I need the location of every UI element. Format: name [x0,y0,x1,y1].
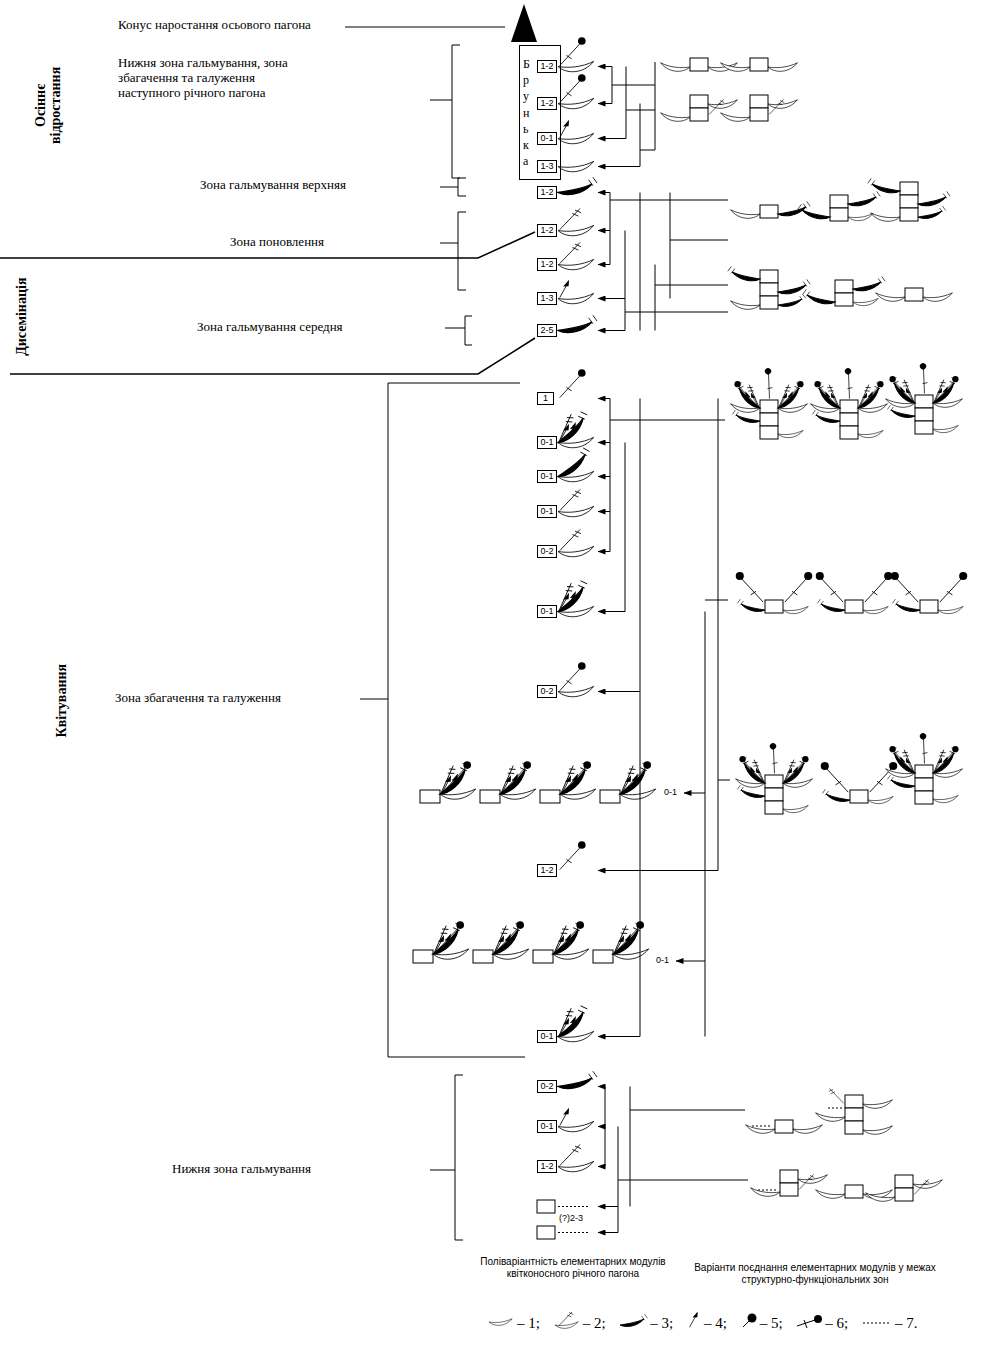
module-count: 0-1 [540,606,553,616]
bud-arrow-symbol [686,1312,702,1330]
zone-label: Зона гальмування середня [197,320,343,335]
column-caption: Поліваріантність елементарних модулів кв… [478,1256,668,1280]
module-count-box: 0-1 [537,605,557,618]
bud-label: Брунька [523,56,532,169]
module-count: 1-3 [540,161,553,171]
legend-item: – 2; [553,1312,606,1333]
module-count: 0-1 [540,437,553,447]
module-count-box: 1-3 [537,292,557,305]
module-count: 0-1 [540,133,553,143]
flowering-shoot-symbol [795,1312,823,1330]
legend-text: – 7. [895,1315,918,1331]
module-count: 1-2 [540,61,553,71]
module-count: 0-2 [540,546,553,556]
module-connectors [598,62,748,1233]
legend-text: – 5; [760,1315,783,1331]
bud-band: Брунька 1-2 1-2 0-1 1-3 [519,45,561,180]
black-leaf-symbol [618,1312,648,1330]
module-count-box: 0-2 [537,685,557,698]
pointer-label: Конус наростання осьового пагона [118,18,311,33]
module-count: 0-1 [540,1031,553,1041]
phase-label: Осіннє відростання [33,55,64,155]
module-count-box: 1-2 [537,97,557,110]
module-count-box: 1-2 [537,186,557,199]
module-count: 1-2 [540,225,553,235]
legend-text: – 1; [517,1315,540,1331]
module-count-box: 0-2 [537,1080,557,1093]
module-count: 1-2 [540,98,553,108]
module-count: 1-2 [540,259,553,269]
column-caption: Варіанти поєднання елементарних модулів … [690,1262,940,1286]
growth-cone [345,4,537,42]
module-count: 0-1 [540,471,553,481]
module-count-box: 0-2 [537,545,557,558]
count-label: 0-1 [656,955,669,966]
zone-label: Зона збагачення та галуження [115,691,281,706]
module-count-box: 0-1 [537,436,557,449]
zone-label: Нижня зона гальмування [172,1162,311,1177]
zone-label: Зона гальмування верхняя [200,178,346,193]
legend-item: – 7. [861,1312,918,1333]
module-count-box: 1-2 [537,258,557,271]
legend-item: – 1; [487,1313,540,1333]
legend-item: – 5; [740,1312,783,1333]
module-count: 2-5 [540,325,553,335]
legend-text: – 6; [825,1315,848,1331]
count-label: (?)2-3 [559,1213,583,1224]
legend-text: – 4; [704,1315,727,1331]
phase-label: Дисемінація [14,278,29,356]
module-count: 1-2 [540,187,553,197]
module-count: 1-2 [540,1161,553,1171]
module-glyphs [537,37,597,1239]
legend-text: – 3; [650,1315,673,1331]
module-count-box: 1-3 [537,160,557,173]
module-count: 0-2 [540,1081,553,1091]
zone-label: Зона поновлення [230,235,324,250]
zone-label: Нижня зона гальмування, зона збагачення … [118,56,298,101]
legend-item: – 6; [795,1312,848,1333]
module-count-box: 0-1 [537,132,557,145]
legend-item: – 3; [618,1312,673,1333]
legend: – 1; – 2; – 3; – 4; – 5; – 6; – 7. [487,1312,927,1333]
module-count-box: 0-1 [537,505,557,518]
module-rows [413,761,656,963]
legend-text: – 2; [583,1315,606,1331]
module-combinations [661,58,968,1201]
legend-item: – 4; [686,1312,727,1333]
module-count: 0-2 [540,686,553,696]
module-count-box: 0-1 [537,1030,557,1043]
module-count: 1 [543,393,548,403]
module-count-box: 0-1 [537,470,557,483]
module-count-box: 0-1 [537,1120,557,1133]
inflorescence-symbol [740,1312,758,1330]
module-count-box: 1 [537,392,554,405]
module-count-box: 1-2 [537,1160,557,1173]
module-count-box: 1-2 [537,224,557,237]
module-count: 1-2 [540,865,553,875]
module-count-box: 1-2 [537,864,557,877]
module-count: 0-1 [540,506,553,516]
module-count: 0-1 [540,1121,553,1131]
module-count-box: 1-2 [537,60,557,73]
module-count: 1-3 [540,293,553,303]
count-label: 0-1 [664,787,677,798]
dotted-line-symbol [861,1312,893,1330]
leaf-symbol [487,1314,515,1330]
phase-label: Квітування [54,664,69,738]
module-count-box: 2-5 [537,324,557,337]
zone-brackets [0,45,535,1240]
leaf-stem-symbol [553,1312,581,1330]
